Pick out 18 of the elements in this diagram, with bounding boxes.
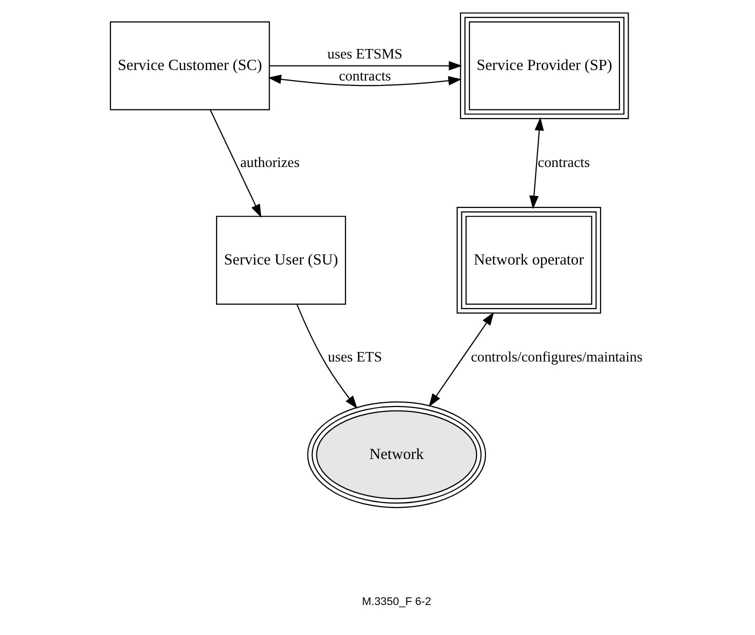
edge-label: uses ETSMS xyxy=(326,46,402,62)
node-box: Service Customer (SC) xyxy=(109,21,270,110)
arrow xyxy=(428,312,494,407)
arrow xyxy=(528,117,544,210)
arrow xyxy=(209,110,261,218)
edge-label: contracts xyxy=(537,154,590,171)
arrow xyxy=(296,304,357,409)
node-box: Service User (SU) xyxy=(216,216,346,305)
edge-label: contracts xyxy=(338,68,391,85)
arrow xyxy=(268,61,462,70)
edge-label: authorizes xyxy=(240,154,300,171)
edge-label: controls/configures/maintains xyxy=(470,349,642,366)
node-box: Network operator xyxy=(456,206,601,314)
arrow xyxy=(267,74,462,86)
edge-label: uses ETS xyxy=(327,349,382,366)
node-ellipse: Network xyxy=(306,401,486,508)
label: M.3350_F 6-2 xyxy=(362,596,431,608)
node-box: Service Provider (SP) xyxy=(459,12,628,120)
